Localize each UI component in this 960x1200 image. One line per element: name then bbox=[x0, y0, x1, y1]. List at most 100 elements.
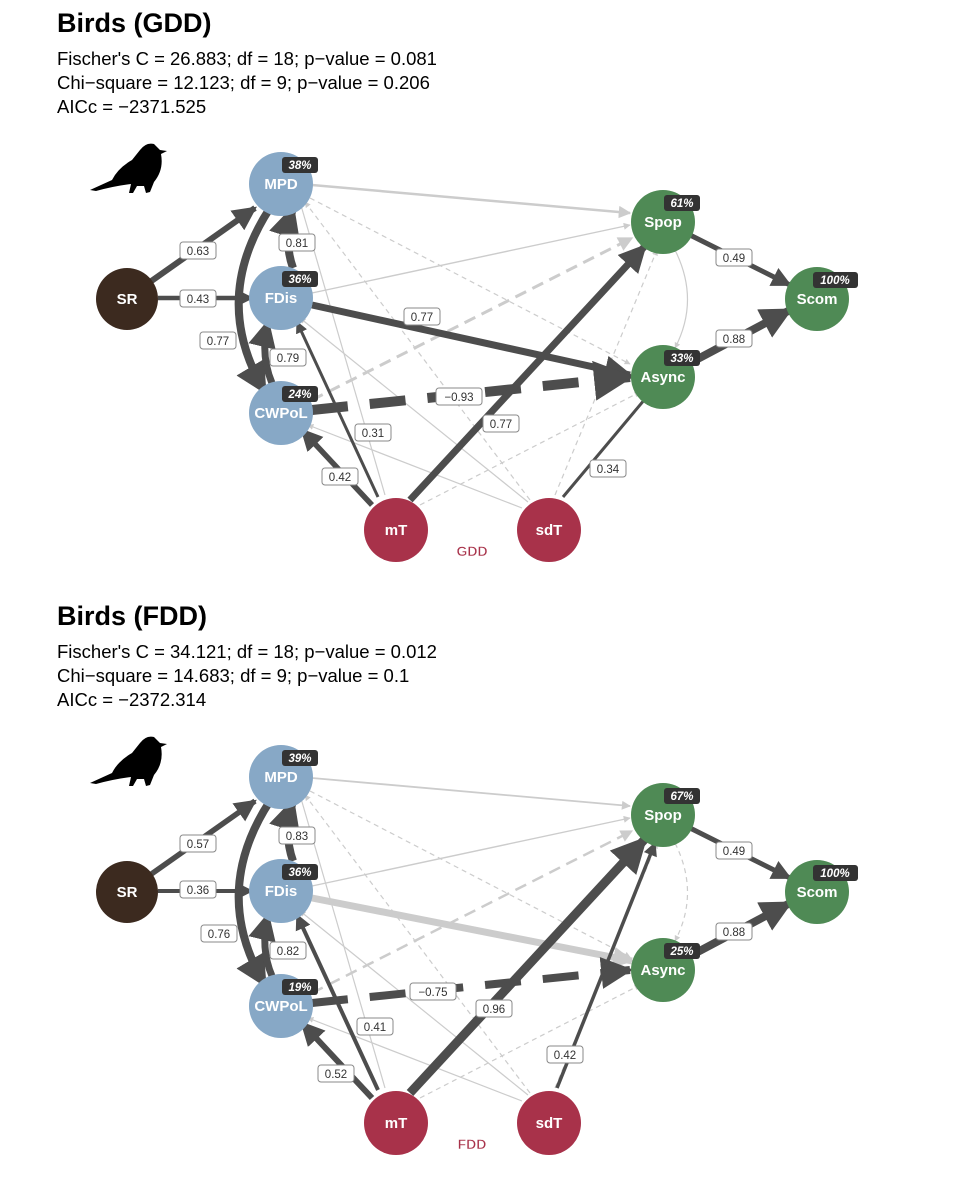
svg-text:0.88: 0.88 bbox=[723, 927, 745, 939]
svg-text:0.42: 0.42 bbox=[554, 1050, 576, 1062]
node-cwpol: CWPoL 24% bbox=[249, 381, 318, 445]
light-edges bbox=[298, 777, 688, 1102]
svg-text:0.79: 0.79 bbox=[277, 353, 299, 365]
svg-text:67%: 67% bbox=[670, 791, 693, 803]
r2-badge-spop: 67% bbox=[664, 788, 700, 804]
edge-fdis-async bbox=[311, 301, 633, 384]
coef-sdt-spop: 0.42 bbox=[546, 1045, 584, 1064]
edge-sdt-async bbox=[561, 392, 652, 498]
chi-square-stat: Chi−square = 12.123; df = 9; p−value = 0… bbox=[57, 72, 430, 93]
svg-text:0.96: 0.96 bbox=[483, 1004, 505, 1016]
edge-mpd-async bbox=[309, 197, 631, 365]
node-fdis: FDis 36% bbox=[249, 266, 318, 330]
edge-sdt-fdis bbox=[299, 910, 529, 1096]
aicc-stat: AICc = −2371.525 bbox=[57, 96, 207, 117]
coef-spop-scom: 0.49 bbox=[715, 841, 753, 860]
node-cwpol: CWPoL 19% bbox=[249, 974, 318, 1038]
svg-text:MPD: MPD bbox=[264, 176, 298, 193]
edge-mt-fdis bbox=[295, 320, 380, 498]
svg-text:39%: 39% bbox=[288, 753, 311, 765]
r2-badge-scom: 100% bbox=[813, 865, 858, 881]
svg-text:SR: SR bbox=[117, 291, 138, 308]
svg-text:38%: 38% bbox=[288, 160, 311, 172]
coef-mt-fdis: 0.31 bbox=[354, 423, 392, 442]
nodes: SR MPD 38% FDis 36% CWPoL 24% mT sdT Spo… bbox=[96, 152, 858, 562]
coef-cwpol-fdis: 0.82 bbox=[269, 941, 307, 960]
coef-async-scom: 0.88 bbox=[715, 329, 753, 348]
svg-text:sdT: sdT bbox=[536, 1115, 563, 1132]
coef-sr-mpd: 0.63 bbox=[179, 241, 217, 260]
r2-badge-scom: 100% bbox=[813, 272, 858, 288]
node-mpd: MPD 38% bbox=[249, 152, 318, 216]
svg-text:0.76: 0.76 bbox=[208, 929, 230, 941]
coef-sr-cwpol: 0.76 bbox=[200, 924, 238, 943]
path-diagram: 0.63 0.43 0.77 0.81 0.79 0.77 −0.93 0.31… bbox=[90, 143, 858, 562]
svg-text:−0.75: −0.75 bbox=[418, 987, 447, 999]
svg-text:0.57: 0.57 bbox=[187, 839, 209, 851]
edge-sdt-mpd bbox=[304, 201, 531, 501]
svg-text:CWPoL: CWPoL bbox=[254, 998, 307, 1015]
svg-text:24%: 24% bbox=[287, 389, 311, 401]
edge-spop-async-curve bbox=[674, 842, 688, 942]
svg-text:Async: Async bbox=[640, 962, 685, 979]
coef-cwpol-async: −0.93 bbox=[435, 387, 483, 406]
node-spop: Spop 67% bbox=[631, 783, 700, 847]
edge-mt-spop bbox=[407, 243, 648, 503]
path-diagram: 0.57 0.36 0.76 0.83 0.82 −0.75 0.41 0.52… bbox=[90, 736, 858, 1155]
svg-text:0.31: 0.31 bbox=[362, 428, 384, 440]
node-async: Async 25% bbox=[631, 938, 700, 1002]
coef-mt-cwpol: 0.52 bbox=[317, 1064, 355, 1083]
coefficient-labels: 0.63 0.43 0.77 0.81 0.79 0.77 −0.93 0.31… bbox=[179, 233, 753, 486]
edge-cwpol-fdis bbox=[248, 912, 276, 978]
fischer-c-stat: Fischer's C = 26.883; df = 18; p−value =… bbox=[57, 48, 437, 69]
edge-fdis-spop bbox=[311, 815, 631, 887]
svg-text:0.52: 0.52 bbox=[325, 1069, 347, 1081]
edge-cwpol-spop bbox=[311, 829, 634, 995]
edge-sdt-mpd bbox=[304, 794, 531, 1094]
chi-square-stat: Chi−square = 14.683; df = 9; p−value = 0… bbox=[57, 665, 410, 686]
node-async: Async 33% bbox=[631, 345, 700, 409]
node-sr: SR bbox=[96, 268, 158, 330]
svg-text:0.82: 0.82 bbox=[277, 946, 299, 958]
coef-sr-cwpol: 0.77 bbox=[199, 331, 237, 350]
edge-cwpol-fdis bbox=[248, 319, 276, 385]
node-scom: Scom 100% bbox=[785, 267, 858, 331]
edge-sr-cwpol bbox=[234, 175, 300, 395]
bird-silhouette-icon bbox=[90, 736, 167, 786]
node-spop: Spop 61% bbox=[631, 190, 700, 254]
coef-spop-scom: 0.49 bbox=[715, 248, 753, 267]
aicc-stat: AICc = −2372.314 bbox=[57, 689, 207, 710]
svg-text:SR: SR bbox=[117, 884, 138, 901]
coef-mt-spop: 0.96 bbox=[475, 999, 513, 1018]
svg-text:0.81: 0.81 bbox=[286, 238, 308, 250]
svg-text:0.88: 0.88 bbox=[723, 334, 745, 346]
edge-mpd-async bbox=[309, 790, 631, 958]
coef-mt-spop: 0.77 bbox=[482, 414, 520, 433]
svg-text:19%: 19% bbox=[288, 982, 311, 994]
svg-text:0.41: 0.41 bbox=[364, 1022, 386, 1034]
edge-cwpol-async bbox=[311, 360, 634, 415]
bird-silhouette-icon bbox=[90, 143, 167, 193]
svg-text:33%: 33% bbox=[670, 353, 693, 365]
svg-text:Scom: Scom bbox=[797, 291, 838, 308]
edge-sdt-cwpol bbox=[307, 1017, 523, 1102]
r2-badge-mpd: 39% bbox=[282, 750, 318, 766]
svg-text:0.77: 0.77 bbox=[490, 419, 512, 431]
node-sdt: sdT bbox=[517, 498, 581, 562]
svg-text:36%: 36% bbox=[288, 867, 311, 879]
coef-fdis-async: 0.77 bbox=[403, 307, 441, 326]
svg-text:0.42: 0.42 bbox=[329, 472, 351, 484]
node-scom: Scom 100% bbox=[785, 860, 858, 924]
svg-text:25%: 25% bbox=[669, 946, 693, 958]
edge-sdt-cwpol bbox=[307, 424, 523, 509]
r2-badge-cwpol: 24% bbox=[282, 386, 318, 402]
r2-badge-async: 25% bbox=[664, 943, 700, 959]
node-mt: mT bbox=[364, 498, 428, 562]
light-edges bbox=[298, 183, 688, 509]
r2-badge-spop: 61% bbox=[664, 195, 700, 211]
svg-text:0.63: 0.63 bbox=[187, 246, 209, 258]
coef-async-scom: 0.88 bbox=[715, 922, 753, 941]
svg-text:Async: Async bbox=[640, 369, 685, 386]
node-sdt: sdT bbox=[517, 1091, 581, 1155]
r2-badge-mpd: 38% bbox=[282, 157, 318, 173]
